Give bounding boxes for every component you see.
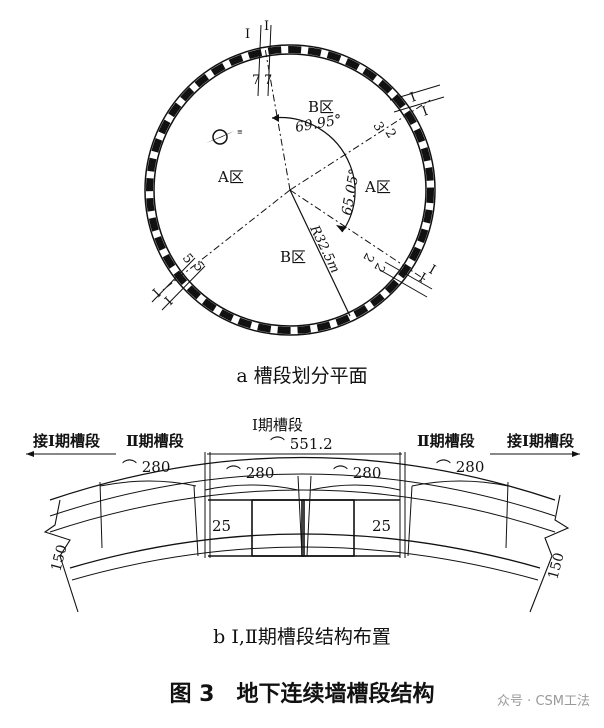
- left-direction-label: 接I期槽段: [33, 432, 100, 450]
- zone-label-a-left: A区: [217, 168, 244, 186]
- dim-label-280: ⌒ 280: [333, 464, 381, 482]
- section-tick: [267, 24, 272, 97]
- dim-label-280: ⌒ 280: [436, 458, 484, 476]
- break-line-left: [43, 499, 79, 613]
- section-mark: 7: [264, 73, 272, 88]
- division-line-upper-right: [289, 99, 431, 191]
- joint-line: [306, 475, 312, 557]
- section-tick: [393, 96, 445, 113]
- angle-label-upper: 69.95°: [294, 112, 343, 136]
- section-tick: [389, 84, 441, 101]
- gap-label: 25: [212, 517, 231, 535]
- angle-arc-upper: [271, 116, 351, 166]
- arrowhead: [572, 451, 580, 457]
- joint-line: [99, 481, 103, 549]
- wall-outer-edge: [49, 456, 556, 501]
- division-line-lower-right: [289, 189, 428, 282]
- dim-arc: [204, 484, 299, 491]
- thickness-label-right: 150: [545, 551, 567, 581]
- outer-circle: [144, 44, 436, 336]
- section-mark: I: [408, 90, 418, 106]
- zone-label-b-bottom: B区: [280, 248, 306, 266]
- joint-line: [505, 481, 509, 549]
- section-tick: [161, 265, 206, 311]
- joint-line: [297, 475, 303, 557]
- inner-circle: [153, 53, 427, 327]
- dim-arc: [99, 480, 197, 487]
- wall-line: [49, 489, 556, 533]
- figure-title: 图 3 地下连续墙槽段结构: [169, 682, 435, 707]
- wall-line: [49, 473, 556, 517]
- division-line-lower-left: [162, 189, 291, 291]
- dim-label-280: ⌒ 280: [122, 458, 170, 476]
- gap-label: 25: [372, 517, 391, 535]
- section-mark: I: [416, 270, 428, 286]
- angle-arc-right: [341, 164, 356, 233]
- zone-label-b-top: B区: [308, 98, 334, 116]
- arrowhead: [272, 114, 279, 122]
- joint-line: [193, 485, 199, 557]
- right-group-label: Ⅱ期槽段: [417, 432, 475, 450]
- svg-text:≡: ≡: [237, 128, 243, 136]
- thickness-label-left: 150: [48, 543, 70, 573]
- right-direction-label: 接I期槽段: [507, 432, 574, 450]
- panel-ring: [146, 46, 434, 334]
- section-mark: I: [426, 262, 438, 278]
- angle-label-right: 65.05°: [339, 168, 363, 217]
- section-tick: [379, 269, 428, 298]
- arrowhead: [336, 225, 347, 232]
- break-line-right: [529, 494, 570, 613]
- section-mark: I: [420, 104, 430, 120]
- left-group-label: Ⅱ期槽段: [126, 432, 184, 450]
- section-mark: 5: [179, 251, 196, 267]
- dim-arc: [411, 480, 509, 487]
- zone-label-a-right: A区: [364, 178, 391, 196]
- center-span: ⌒ 551.2: [270, 435, 333, 453]
- section-mark: 7: [252, 73, 260, 88]
- radius-label: R32.5m: [306, 222, 342, 275]
- joint-line: [407, 485, 413, 557]
- dim-arc: [310, 484, 401, 491]
- arrowhead: [26, 451, 34, 457]
- plan-view: ≡ B区 A区 A区 B区 69.95° 65.05° R32.5m I I 7…: [144, 19, 445, 336]
- center-title: I期槽段: [252, 416, 303, 434]
- caption-b: b Ⅰ,Ⅱ期槽段结构布置: [213, 626, 391, 648]
- watermark-text: 众号 · CSM工法: [497, 694, 590, 709]
- section-tick: [384, 261, 433, 290]
- section-mark: 2: [382, 127, 399, 142]
- wall-inner-line: [71, 546, 539, 581]
- caption-a: a 槽段划分平面: [236, 365, 368, 387]
- section-tick: [257, 24, 262, 97]
- north-arrow-icon: ≡: [206, 128, 243, 145]
- section-mark: I: [245, 27, 250, 42]
- section-mark: I: [264, 19, 269, 34]
- radius-line: [289, 189, 351, 317]
- layout-view: I期槽段 ⌒ 551.2 接I期槽段 Ⅱ期槽段 Ⅱ期槽段 接I期槽段 ⌒ 280…: [26, 416, 580, 613]
- section-tick: [151, 257, 196, 303]
- dim-label-280: ⌒ 280: [226, 464, 274, 482]
